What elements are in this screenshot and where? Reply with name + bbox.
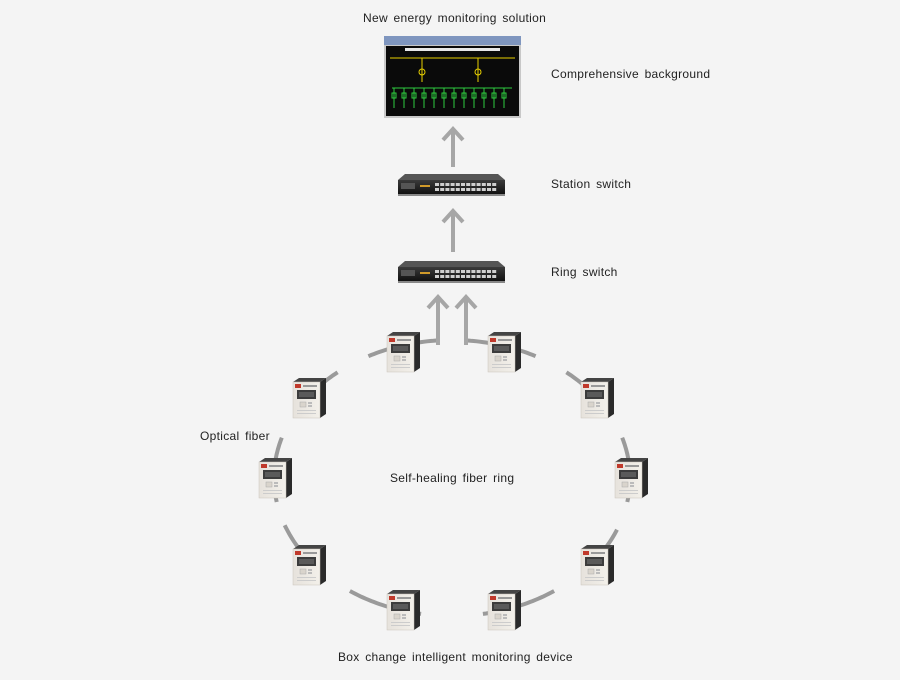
- monitoring-device-icon: [386, 332, 420, 373]
- page-title: New energy monitoring solution: [363, 11, 547, 25]
- ring-switch-icon: [398, 261, 505, 283]
- monitoring-device-icon: [258, 458, 292, 499]
- label-optical-fiber: Optical fiber: [200, 429, 270, 443]
- monitoring-device-icon: [580, 545, 614, 586]
- arrow-ring-to-right: [454, 294, 478, 345]
- monitoring-device-icon: [487, 590, 521, 631]
- arrow-station-to-background: [441, 126, 465, 167]
- monitoring-device-icon: [580, 378, 614, 419]
- label-fiber-ring: Self-healing fiber ring: [390, 471, 515, 485]
- label-ring-switch: Ring switch: [551, 265, 618, 279]
- monitoring-device-icon: [487, 332, 521, 373]
- monitoring-device-icon: [292, 378, 326, 419]
- station-switch-icon: [398, 174, 505, 196]
- monitor-icon: [384, 36, 521, 118]
- label-comprehensive-background: Comprehensive background: [551, 67, 711, 81]
- uplink-arrows: [426, 126, 478, 345]
- arrow-ring-switch-to-station: [441, 208, 465, 252]
- label-station-switch: Station switch: [551, 177, 632, 191]
- label-monitoring-device: Box change intelligent monitoring device: [338, 650, 573, 664]
- monitoring-device-icon: [292, 545, 326, 586]
- monitoring-device-icon: [386, 590, 420, 631]
- device-nodes: [258, 332, 648, 631]
- arrow-ring-to-left: [426, 294, 450, 345]
- monitoring-device-icon: [614, 458, 648, 499]
